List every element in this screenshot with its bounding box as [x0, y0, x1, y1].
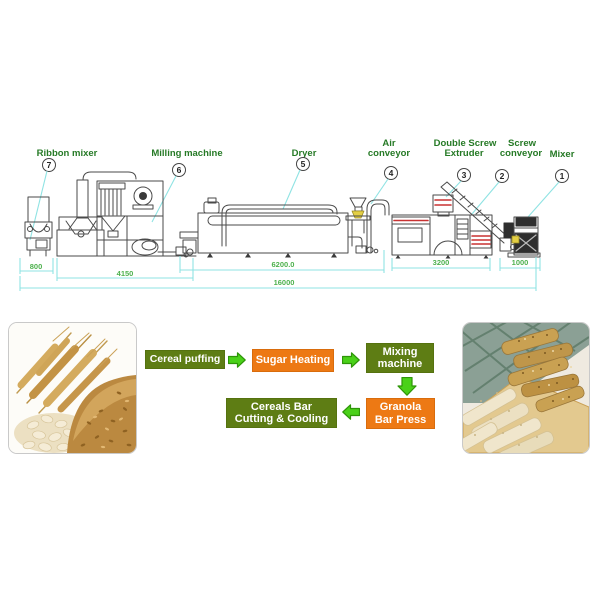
label-screw-conveyor-2: conveyor: [500, 148, 543, 159]
callout-1-number: 1: [560, 171, 565, 181]
screw-conveyor-drawing: [440, 181, 516, 252]
flow-step-granola-bar-press-line1: Granola: [379, 401, 422, 414]
dim-4150: 4150: [117, 269, 134, 278]
double-screw-extruder-drawing: [391, 194, 493, 259]
callout-5: 5: [296, 157, 310, 171]
flow-arrow-right-1: [228, 352, 246, 368]
dim-16000: 16000: [274, 278, 295, 287]
production-line-drawing: Ribbon mixer Milling machine Dryer Air c…: [19, 138, 575, 291]
granola-bars-photo-art: [463, 323, 589, 453]
granola-bars-photo: [462, 322, 590, 454]
callout-3: 3: [457, 168, 471, 182]
mixer-drawing: [503, 216, 541, 258]
flow-step-sugar-heating-label: Sugar Heating: [255, 354, 331, 367]
air-conveyor-drawing: [345, 197, 390, 254]
flow-step-cereals-bar-line1: Cereals Bar: [250, 400, 313, 413]
label-air-conveyor-2: conveyor: [368, 148, 411, 159]
label-dryer: Dryer: [292, 148, 317, 159]
flow-step-mixing-machine: Mixing machine: [366, 343, 434, 373]
dim-6200: 6200.0: [272, 260, 295, 269]
dim-3200: 3200: [433, 258, 450, 267]
callout-7: 7: [42, 158, 56, 172]
flow-step-granola-bar-press-line2: Bar Press: [374, 413, 427, 426]
callout-6: 6: [172, 163, 186, 177]
label-extruder-1: Double Screw: [434, 138, 497, 149]
callout-2-number: 2: [500, 171, 505, 181]
flow-step-cereals-bar-line2: Cutting & Cooling: [234, 413, 329, 425]
callout-7-number: 7: [47, 160, 52, 170]
flow-step-mixing-machine-line2: machine: [377, 358, 423, 370]
flow-step-granola-bar-press: Granola Bar Press: [366, 398, 435, 429]
grains-photo-art: [9, 323, 136, 453]
flow-step-sugar-heating: Sugar Heating: [252, 349, 334, 372]
milling-machine-drawing: [56, 171, 197, 257]
dim-800: 800: [30, 262, 43, 271]
flow-arrow-left: [342, 404, 360, 420]
callout-4-number: 4: [389, 168, 394, 178]
dimension-lines: [19, 250, 541, 291]
flow-step-cereal-puffing: Cereal puffing: [145, 350, 225, 369]
flow-arrow-down: [397, 377, 417, 396]
label-ribbon-mixer: Ribbon mixer: [37, 148, 98, 159]
callout-6-number: 6: [177, 165, 182, 175]
callout-3-number: 3: [462, 170, 467, 180]
callout-5-number: 5: [301, 159, 306, 169]
label-screw-conveyor-1: Screw: [508, 138, 537, 149]
callout-4: 4: [384, 166, 398, 180]
flow-step-mixing-machine-line1: Mixing: [382, 345, 418, 358]
flow-step-cereals-bar-cutting-cooling: Cereals Bar Cutting & Cooling: [226, 398, 337, 428]
label-milling-machine: Milling machine: [151, 148, 222, 159]
label-air-conveyor-1: Air: [382, 138, 396, 149]
flow-step-cereal-puffing-label: Cereal puffing: [149, 352, 221, 365]
callout-2: 2: [495, 169, 509, 183]
label-mixer: Mixer: [550, 149, 575, 160]
label-extruder-2: Extruder: [444, 148, 483, 159]
dim-1000: 1000: [512, 258, 529, 267]
dryer-drawing: [179, 197, 379, 258]
flow-arrow-right-2: [342, 352, 360, 368]
ribbon-mixer-drawing: [24, 196, 53, 257]
callout-1: 1: [555, 169, 569, 183]
grains-photo: [8, 322, 137, 454]
